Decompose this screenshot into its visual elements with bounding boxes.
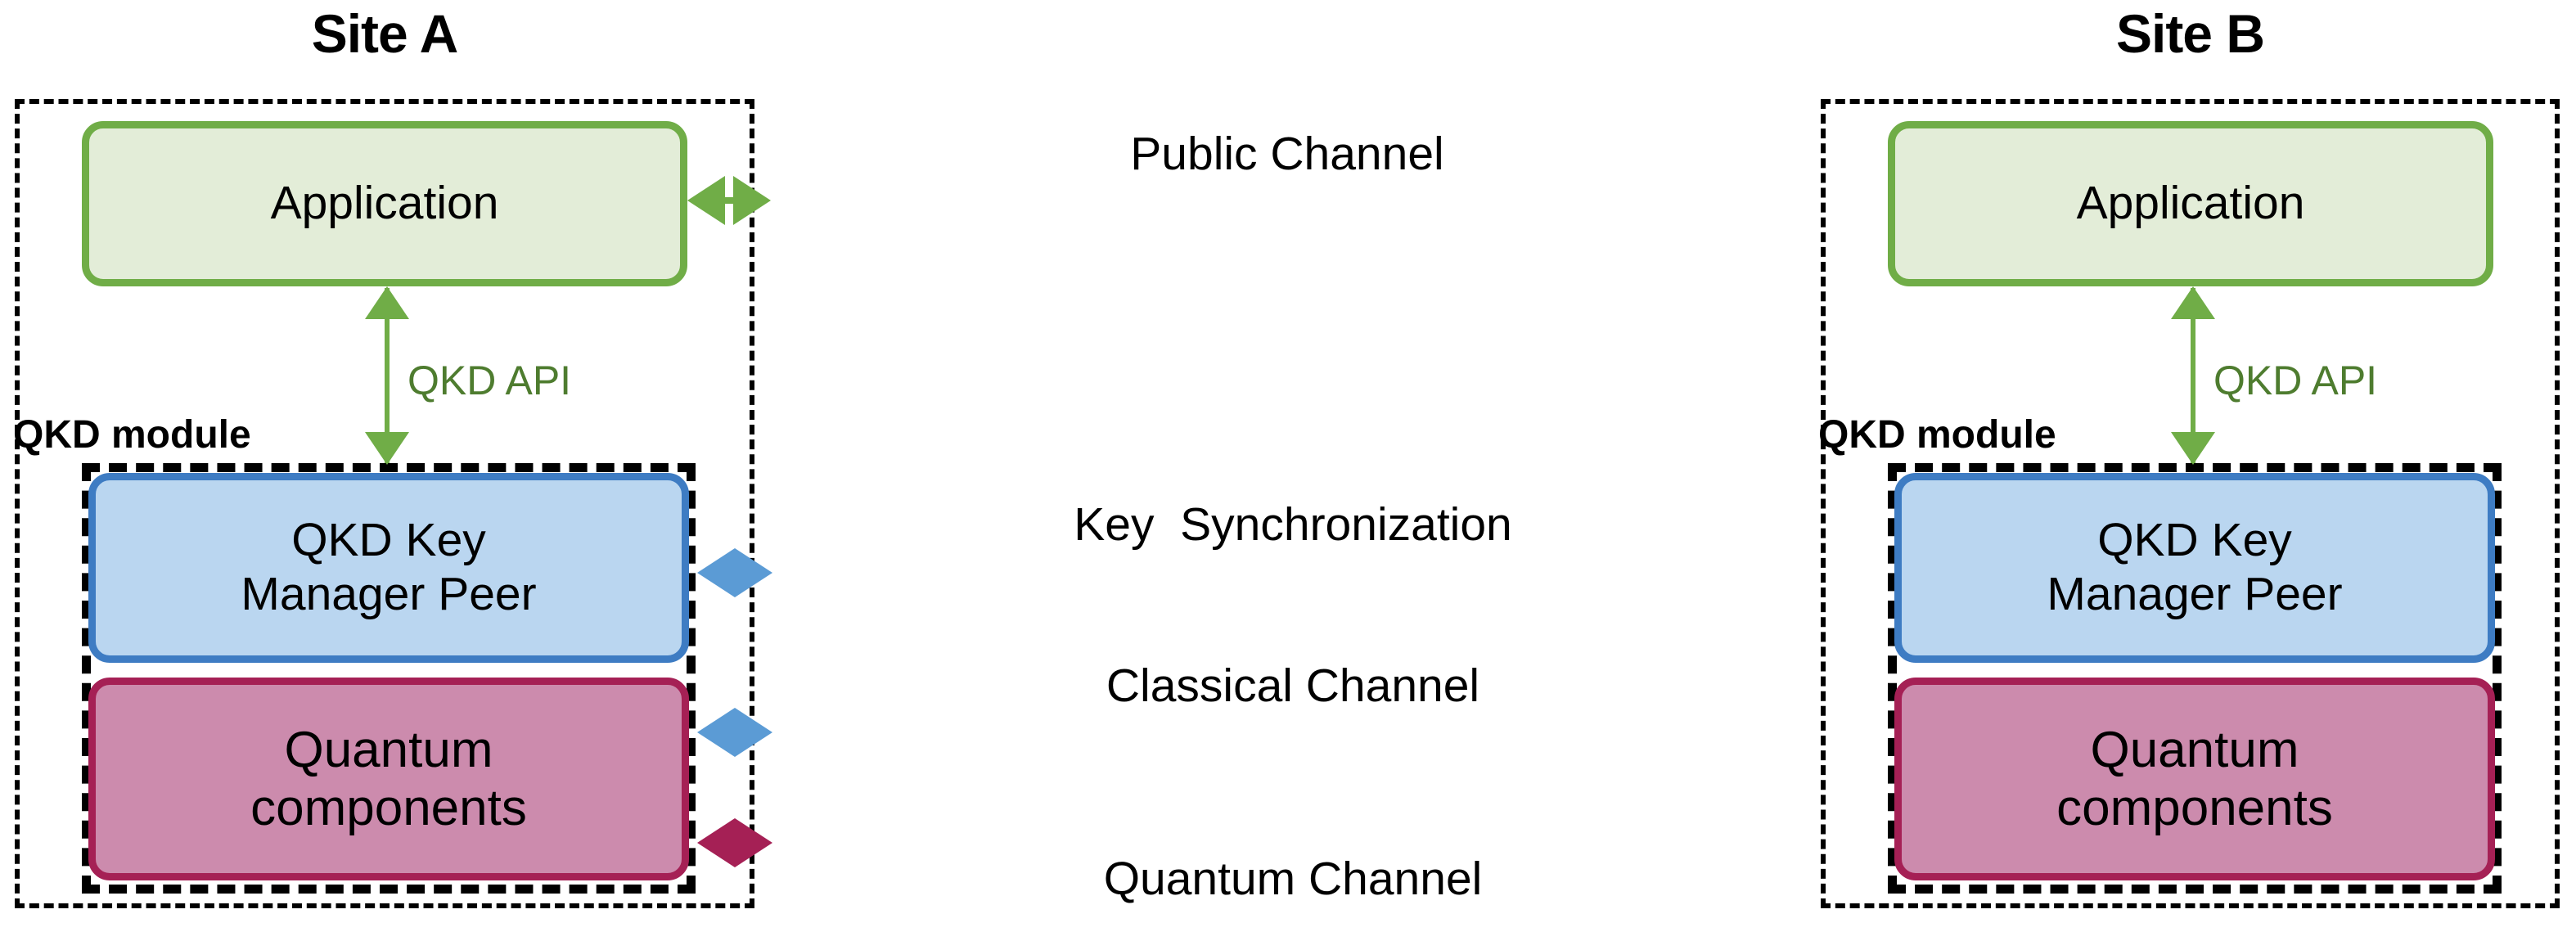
qkd-key-manager-peer-label-site-a: QKD Key Manager Peer (241, 514, 537, 620)
key-sync-channel-label: Key Synchronization (1074, 498, 1512, 551)
quantum-channel-arrowhead-right (735, 818, 772, 867)
qkd-api-arrowhead-down-site-b (2171, 432, 2215, 465)
qkd-api-arrowhead-up-site-b (2171, 286, 2215, 319)
quantum-channel-arrowhead-left (697, 818, 735, 867)
key-sync-channel-arrowhead-right (735, 548, 772, 597)
qkd-api-label-site-b: QKD API (2213, 358, 2378, 403)
qkd-module-label-site-b: QKD module (1818, 413, 2056, 457)
site-a-title: Site A (311, 3, 459, 64)
application-label-site-a: Application (270, 177, 499, 230)
qkd-api-arrowhead-up-site-a (365, 286, 409, 319)
key-sync-channel-arrowhead-left (697, 548, 735, 597)
site-a-boundary (15, 99, 754, 908)
qkd-key-manager-peer-label-site-b: QKD Key Manager Peer (2047, 514, 2343, 620)
quantum-components-label-site-b: Quantum components (2056, 721, 2333, 836)
qkd-api-stem-site-a (385, 288, 390, 463)
public-channel-arrowhead-left (687, 176, 725, 225)
public-channel-arrowhead-right (733, 176, 771, 225)
quantum-channel-label: Quantum Channel (1103, 853, 1483, 905)
classical-channel-arrowhead-left (697, 708, 735, 757)
site-b-boundary (1821, 99, 2560, 908)
qkd-api-stem-site-b (2191, 288, 2195, 463)
public-channel-label: Public Channel (1130, 128, 1444, 180)
qkd-module-label-site-a: QKD module (13, 413, 251, 457)
qkd-key-manager-peer-box-site-a[interactable]: QKD Key Manager Peer (88, 473, 689, 663)
application-box-site-b[interactable]: Application (1888, 121, 2493, 286)
site-b-title: Site B (2115, 3, 2265, 64)
qkd-module-boundary-site-a (82, 463, 696, 894)
quantum-components-label-site-a: Quantum components (250, 721, 527, 836)
quantum-components-box-site-b[interactable]: Quantum components (1894, 678, 2495, 880)
classical-channel-label: Classical Channel (1106, 660, 1480, 712)
public-channel-line (725, 197, 733, 204)
qkd-api-label-site-a: QKD API (408, 358, 572, 403)
classical-channel-arrowhead-right (735, 708, 772, 757)
qkd-module-boundary-site-b (1888, 463, 2502, 894)
application-label-site-b: Application (2076, 177, 2305, 230)
application-box-site-a[interactable]: Application (82, 121, 687, 286)
qkd-api-arrowhead-down-site-a (365, 432, 409, 465)
quantum-components-box-site-a[interactable]: Quantum components (88, 678, 689, 880)
qkd-key-manager-peer-box-site-b[interactable]: QKD Key Manager Peer (1894, 473, 2495, 663)
